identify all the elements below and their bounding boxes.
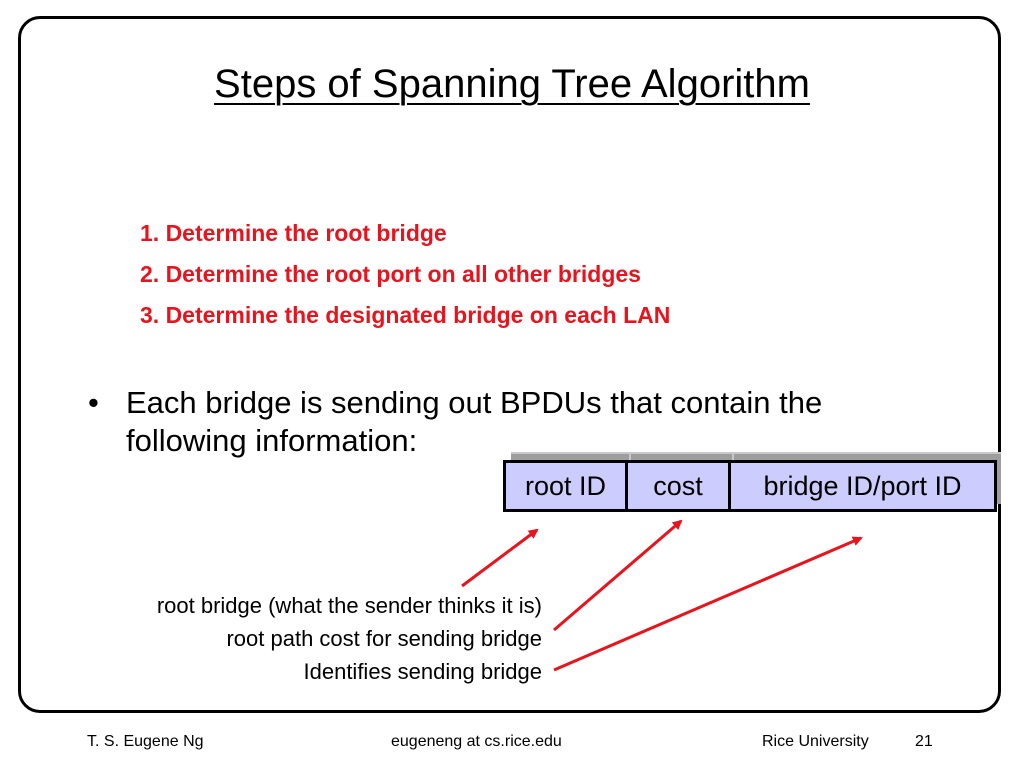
bpdu-field-cost: cost — [625, 463, 728, 509]
step-item: 3. Determine the designated bridge on ea… — [140, 302, 671, 328]
slide-title: Steps of Spanning Tree Algorithm — [214, 62, 810, 106]
bpdu-field-bridge-port-id: bridge ID/port ID — [728, 463, 994, 509]
step-item: 2. Determine the root port on all other … — [140, 261, 641, 287]
arrow-bridge-port-id — [553, 536, 863, 672]
bpdu-format: root ID cost bridge ID/port ID — [503, 460, 997, 512]
footer-email: eugeneng at cs.rice.edu — [391, 733, 562, 750]
bullet-marker: • — [88, 385, 99, 420]
footer-institution: Rice University — [762, 733, 869, 750]
arrow-root-id — [461, 528, 539, 588]
arrow-cost — [553, 519, 683, 632]
annotation-root-path-cost: root path cost for sending bridge — [226, 626, 542, 651]
annotation-root-bridge: root bridge (what the sender thinks it i… — [156, 593, 542, 618]
bullet-text: Each bridge is sending out BPDUs that co… — [126, 385, 823, 458]
bpdu-field-root-id: root ID — [524, 471, 607, 501]
annotation-sending-bridge: Identifies sending bridge — [303, 659, 543, 684]
footer-author: T. S. Eugene Ng — [87, 733, 204, 750]
page-number: 21 — [915, 733, 933, 750]
slide-frame — [18, 16, 1001, 713]
field-annotations: root bridge (what the sender thinks it i… — [157, 589, 542, 688]
step-item: 1. Determine the root bridge — [140, 220, 447, 246]
step-list: 1. Determine the root bridge 2. Determin… — [140, 218, 670, 341]
